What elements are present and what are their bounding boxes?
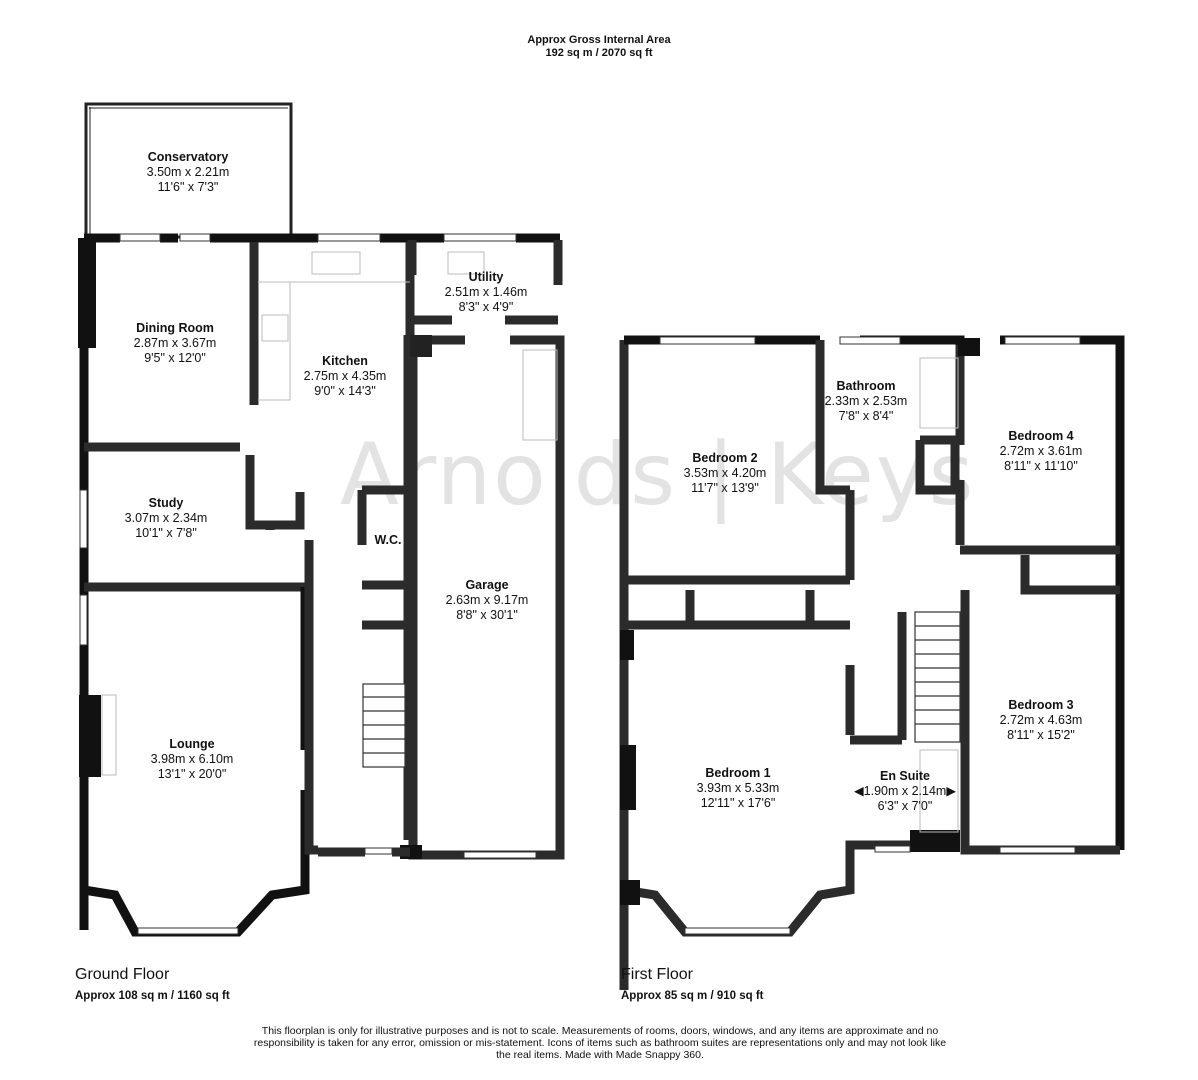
- room-imperial: 9'0" x 14'3": [314, 384, 376, 398]
- room-imperial: 6'3" x 7'0": [877, 799, 933, 813]
- room-garage: Garage 2.63m x 9.17m 8'8" x 30'1": [446, 578, 529, 623]
- room-name: Bathroom: [836, 379, 896, 393]
- room-wc: W.C.: [374, 533, 401, 548]
- gross-area-value: 192 sq m / 2070 sq ft: [545, 47, 653, 59]
- first-floor-title: First Floor: [621, 966, 693, 983]
- room-kitchen: Kitchen 2.75m x 4.35m 9'0" x 14'3": [304, 354, 387, 399]
- room-en-suite: En Suite ◀1.90m x 2.14m▶ 6'3" x 7'0": [854, 769, 956, 814]
- room-imperial: 11'6" x 7'3": [157, 180, 219, 194]
- room-imperial: 10'1" x 7'8": [135, 526, 197, 540]
- room-metric: 3.07m x 2.34m: [124, 511, 208, 525]
- room-imperial: 8'11" x 11'10": [1004, 459, 1078, 473]
- room-imperial: 7'8" x 8'4": [838, 409, 894, 423]
- room-name: W.C.: [374, 533, 402, 547]
- room-bedroom-4: Bedroom 4 2.72m x 3.61m 8'11" x 11'10": [1000, 429, 1083, 474]
- room-metric: 2.72m x 4.63m: [999, 713, 1083, 727]
- room-metric: 3.53m x 4.20m: [683, 466, 767, 480]
- room-imperial: 8'11" x 15'2": [1007, 728, 1075, 742]
- room-name: Garage: [465, 578, 509, 592]
- room-name: Bedroom 2: [692, 451, 758, 465]
- first-floor-area: Approx 85 sq m / 910 sq ft: [621, 990, 764, 1002]
- room-imperial: 9'5" x 12'0": [144, 351, 206, 365]
- room-name: Dining Room: [136, 321, 214, 335]
- room-name: En Suite: [879, 769, 930, 783]
- room-dining-room: Dining Room 2.87m x 3.67m 9'5" x 12'0": [134, 321, 217, 366]
- ground-floor-title: Ground Floor: [75, 966, 170, 983]
- room-lounge: Lounge 3.98m x 6.10m 13'1" x 20'0": [151, 737, 234, 782]
- room-metric: 2.72m x 3.61m: [999, 444, 1083, 458]
- gross-area-header: Approx Gross Internal Area 192 sq m / 20…: [0, 34, 1198, 60]
- room-bedroom-1: Bedroom 1 3.93m x 5.33m 12'11" x 17'6": [697, 766, 780, 811]
- room-name: Bedroom 4: [1008, 429, 1074, 443]
- ground-floor-area: Approx 108 sq m / 1160 sq ft: [75, 990, 230, 1002]
- watermark: Arnolds | Keys: [340, 425, 976, 525]
- room-metric: 2.87m x 3.67m: [133, 336, 217, 350]
- ground-floor-caption: Ground Floor Approx 108 sq m / 1160 sq f…: [75, 965, 230, 1004]
- room-imperial: 13'1" x 20'0": [157, 767, 227, 781]
- room-imperial: 11'7" x 13'9": [691, 481, 759, 495]
- gross-area-title: Approx Gross Internal Area: [527, 34, 671, 46]
- room-metric: 2.63m x 9.17m: [445, 593, 529, 607]
- room-metric: 2.51m x 1.46m: [444, 285, 528, 299]
- room-study: Study 3.07m x 2.34m 10'1" x 7'8": [125, 496, 208, 541]
- room-conservatory: Conservatory 3.50m x 2.21m 11'6" x 7'3": [147, 150, 230, 195]
- room-metric: 3.93m x 5.33m: [696, 781, 780, 795]
- room-bedroom-2: Bedroom 2 3.53m x 4.20m 11'7" x 13'9": [684, 451, 767, 496]
- room-bathroom: Bathroom 2.33m x 2.53m 7'8" x 8'4": [825, 379, 908, 424]
- room-name: Utility: [468, 270, 504, 284]
- room-metric: 3.98m x 6.10m: [150, 752, 234, 766]
- room-name: Bedroom 3: [1008, 698, 1074, 712]
- first-floor-caption: First Floor Approx 85 sq m / 910 sq ft: [621, 965, 764, 1004]
- room-bedroom-3: Bedroom 3 2.72m x 4.63m 8'11" x 15'2": [1000, 698, 1083, 743]
- room-metric: 2.33m x 2.53m: [824, 394, 908, 408]
- room-name: Bedroom 1: [705, 766, 771, 780]
- disclaimer: This floorplan is only for illustrative …: [253, 1025, 947, 1061]
- room-imperial: 12'11" x 17'6": [700, 796, 776, 810]
- room-name: Lounge: [169, 737, 215, 751]
- ground-floor-walls: [78, 102, 565, 937]
- room-name: Conservatory: [147, 150, 229, 164]
- room-name: Study: [148, 496, 184, 510]
- room-name: Kitchen: [322, 354, 368, 368]
- room-imperial: 8'3" x 4'9": [458, 300, 514, 314]
- room-metric: 2.75m x 4.35m: [303, 369, 387, 383]
- room-metric: ◀1.90m x 2.14m▶: [854, 784, 956, 798]
- room-metric: 3.50m x 2.21m: [146, 165, 230, 179]
- room-utility: Utility 2.51m x 1.46m 8'3" x 4'9": [445, 270, 528, 315]
- room-imperial: 8'8" x 30'1": [456, 608, 518, 622]
